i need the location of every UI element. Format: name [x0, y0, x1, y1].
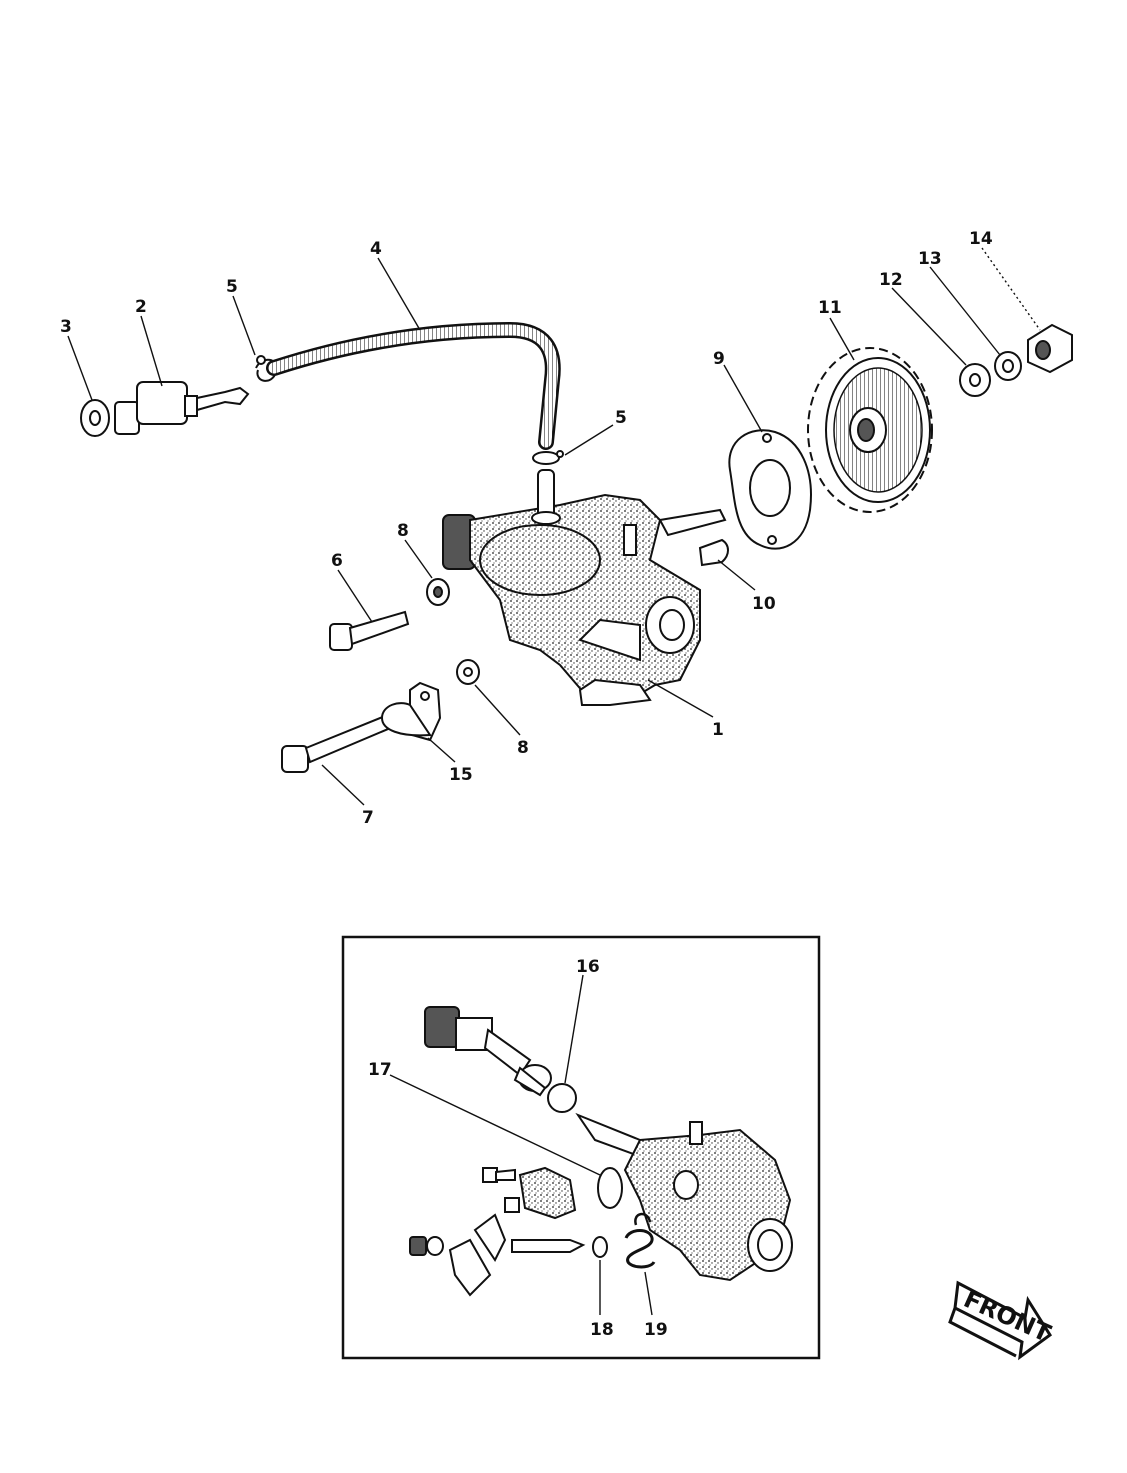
callout-12: 12	[879, 270, 903, 290]
callout-8-upper: 8	[397, 521, 409, 541]
callout-9: 9	[713, 349, 725, 369]
part-16-o-ring	[547, 1083, 577, 1113]
callout-labels: 3 2 5 4 5 6 8 9 10 11 12 13 14 1 8 15 7 …	[60, 229, 993, 1340]
front-arrow: FRONT	[948, 1280, 1056, 1361]
callout-16: 16	[576, 957, 600, 977]
part-8-washer-lower	[456, 659, 480, 685]
part-10-key	[698, 538, 729, 567]
inset-plunger-and-lever	[409, 1213, 586, 1297]
part-14-nut	[1027, 323, 1073, 374]
leader-lines	[67, 247, 1041, 1316]
callout-7: 7	[362, 808, 374, 828]
callout-1: 1	[712, 720, 724, 740]
callout-11: 11	[818, 298, 842, 318]
part-5-hose-clip-lower	[532, 450, 564, 465]
callout-15: 15	[449, 765, 473, 785]
callout-3: 3	[60, 317, 72, 337]
inset-check-valve-assembly	[424, 1006, 552, 1097]
part-4-oil-hose	[266, 321, 561, 450]
part-13-lock-washer	[994, 351, 1022, 381]
part-12-washer	[959, 363, 991, 397]
callout-4: 4	[370, 239, 382, 259]
part-8-washer-upper	[426, 578, 450, 606]
callout-13: 13	[918, 249, 942, 269]
part-1-oil-pump-body	[442, 469, 727, 706]
part-3-washer	[80, 399, 110, 437]
front-label: FRONT	[960, 1285, 1056, 1348]
callout-10: 10	[752, 594, 776, 614]
part-18-o-ring	[592, 1236, 608, 1258]
part-15-clamp	[380, 681, 442, 742]
part-19-spring	[624, 1212, 656, 1269]
callout-5-upper: 5	[226, 277, 238, 297]
inset-cover-plate	[482, 1166, 577, 1220]
part-6-bolt	[329, 610, 410, 651]
part-2-fitting	[114, 381, 250, 435]
inset-frame	[341, 935, 821, 1360]
inset-pump-body	[575, 1112, 793, 1282]
callout-5-lower: 5	[615, 408, 627, 428]
part-11-gear	[807, 347, 933, 513]
callout-19: 19	[644, 1320, 668, 1340]
callout-6: 6	[331, 551, 343, 571]
part-9-gasket	[728, 429, 812, 550]
callout-8-lower: 8	[517, 738, 529, 758]
callout-14: 14	[969, 229, 993, 249]
callout-2: 2	[135, 297, 147, 317]
part-17-o-ring	[597, 1167, 623, 1209]
callout-18: 18	[590, 1320, 614, 1340]
callout-17: 17	[368, 1060, 392, 1080]
